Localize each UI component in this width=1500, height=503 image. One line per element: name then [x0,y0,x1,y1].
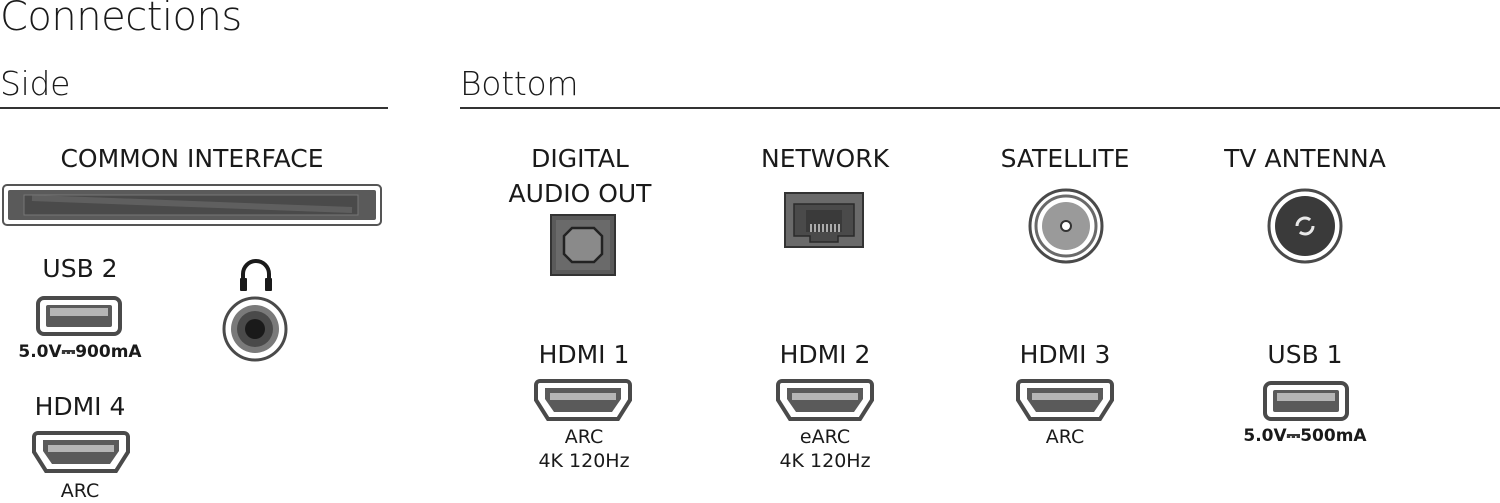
hdmi3-port-icon [1016,379,1114,421]
headphones-icon [240,259,272,291]
hdmi1-port-icon [534,379,632,421]
hdmi3-label: HDMI 3 [1019,340,1111,369]
usb2-spec: 5.0V⎓900mA [18,342,142,362]
usb1-label: USB 1 [1267,340,1343,369]
optical-port-icon [550,214,616,276]
usb2-label: USB 2 [42,254,118,283]
hdmi2-port-icon [776,379,874,421]
bottom-divider [460,107,1500,109]
tv-antenna-connector-icon [1267,188,1343,264]
network-label: NETWORK [761,144,889,173]
hdmi2-caption-line2: 4K 120Hz [779,450,871,472]
hdmi4-port-icon [32,431,130,473]
ethernet-port-icon [784,192,864,248]
hdmi1-label: HDMI 1 [538,340,630,369]
tv-antenna-label: TV ANTENNA [1224,144,1386,173]
common-interface-slot-icon [2,184,382,226]
hdmi4-label: HDMI 4 [34,392,126,421]
usb2-port-icon [36,296,122,336]
hdmi3-caption: ARC [1045,426,1085,448]
page-title: Connections [0,0,242,40]
digital-audio-out-label-line1: DIGITAL [531,144,629,173]
common-interface-label: COMMON INTERFACE [60,144,324,173]
hdmi2-caption-line1: eARC [799,426,851,448]
section-heading-bottom: Bottom [460,64,579,103]
usb1-port-icon [1263,381,1349,421]
hdmi1-caption-line1: ARC [564,426,604,448]
hdmi2-label: HDMI 2 [779,340,871,369]
side-divider [0,107,388,109]
satellite-label: SATELLITE [1000,144,1130,173]
section-heading-side: Side [0,64,71,103]
hdmi1-caption-line2: 4K 120Hz [538,450,630,472]
satellite-connector-icon [1028,188,1104,264]
hdmi4-caption: ARC [60,480,100,502]
headphone-jack-icon [222,296,288,362]
digital-audio-out-label-line2: AUDIO OUT [508,179,652,208]
usb1-spec: 5.0V⎓500mA [1243,426,1367,446]
